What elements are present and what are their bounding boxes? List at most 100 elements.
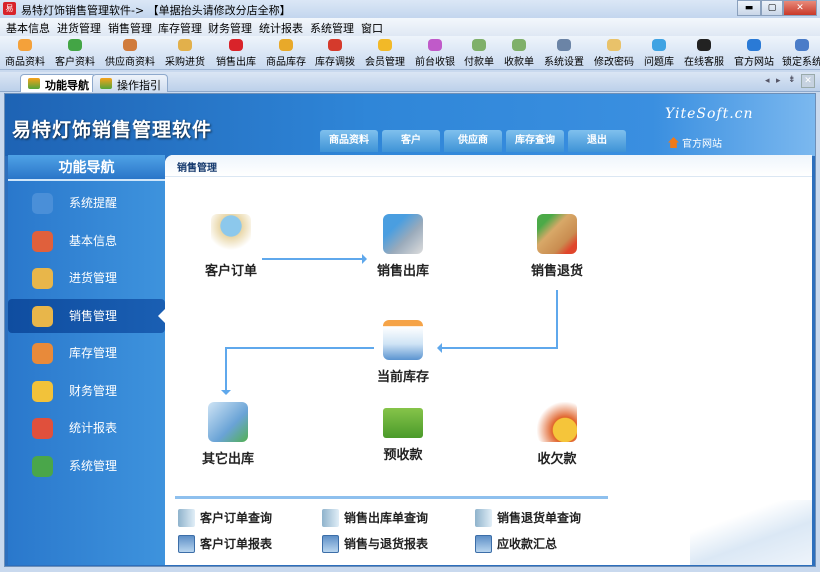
toolbar-button-15[interactable]: 官方网站: [734, 37, 774, 68]
app-title: 易特灯饰销售管理软件: [12, 119, 213, 141]
link-sales-return-report[interactable]: 销售与退货报表: [322, 535, 428, 553]
close-button[interactable]: ✕: [783, 0, 817, 16]
sidebar-item-1[interactable]: 基本信息: [8, 224, 165, 258]
banner-tab-customers[interactable]: 客户: [382, 130, 440, 152]
toolbar-label: 在线客服: [684, 57, 724, 68]
menu-purchase[interactable]: 进货管理: [57, 22, 101, 35]
menu-window[interactable]: 窗口: [361, 22, 383, 35]
toolbar-icon: [279, 39, 293, 51]
toolbar: 商品资料客户资料供应商资料采购进货销售出库商品库存库存调拨会员管理前台收银付款单…: [0, 36, 820, 70]
banner-tab-stock-query[interactable]: 库存查询: [506, 130, 564, 152]
tab-operation-guide[interactable]: 操作指引: [92, 74, 168, 92]
tab-close-icon[interactable]: ✕: [801, 74, 815, 88]
sidebar-item-4[interactable]: 库存管理: [8, 336, 165, 370]
toolbar-label: 商品资料: [5, 57, 45, 68]
menu-basic-info[interactable]: 基本信息: [6, 22, 50, 35]
toolbar-button-5[interactable]: 商品库存: [266, 37, 306, 68]
toolbar-icon: [229, 39, 243, 51]
toolbar-button-1[interactable]: 客户资料: [55, 37, 95, 68]
tab-prev-icon[interactable]: ◂: [765, 76, 770, 86]
node-customer-order[interactable]: 客户订单: [186, 214, 276, 279]
decorative-wave: [690, 500, 812, 565]
node-label: 销售退货: [530, 264, 583, 279]
node-sales-return[interactable]: 销售退货: [512, 214, 602, 279]
toolbar-button-9[interactable]: 付款单: [464, 37, 494, 68]
toolbar-icon: [795, 39, 809, 51]
toolbar-button-10[interactable]: 收款单: [504, 37, 534, 68]
flow-line-return-down: [556, 290, 558, 348]
toolbar-button-0[interactable]: 商品资料: [5, 37, 45, 68]
toolbar-icon: [123, 39, 137, 51]
toolbar-label: 库存调拨: [315, 57, 355, 68]
node-sales-out[interactable]: 销售出库: [358, 214, 448, 279]
tab-label: 功能导航: [45, 79, 89, 92]
toolbar-button-14[interactable]: 在线客服: [684, 37, 724, 68]
sidebar-item-7[interactable]: 系统管理: [8, 449, 165, 483]
link-sales-return-query[interactable]: 销售退货单查询: [475, 509, 581, 527]
node-current-stock[interactable]: 当前库存: [358, 320, 448, 385]
link-label: 销售退货单查询: [497, 511, 582, 525]
node-collect-debt[interactable]: 收欠款: [512, 402, 602, 467]
flow-line-stock-left: [226, 347, 374, 349]
menu-finance[interactable]: 财务管理: [208, 22, 252, 35]
link-receivables-summary[interactable]: 应收款汇总: [475, 535, 557, 553]
tab-list-icon[interactable]: ⇟: [788, 75, 796, 85]
sidebar-item-icon: [32, 455, 53, 477]
arrowhead: [432, 343, 442, 353]
sidebar-item-2[interactable]: 进货管理: [8, 261, 165, 295]
maximize-button[interactable]: ▢: [761, 0, 783, 16]
toolbar-button-8[interactable]: 前台收银: [415, 37, 455, 68]
banner-tab-products[interactable]: 商品资料: [320, 130, 378, 152]
node-other-out[interactable]: 其它出库: [183, 402, 273, 467]
menu-reports[interactable]: 统计报表: [259, 22, 303, 35]
toolbar-button-2[interactable]: 供应商资料: [105, 37, 155, 68]
minimize-button[interactable]: ▬: [737, 0, 761, 16]
toolbar-label: 供应商资料: [105, 57, 155, 68]
toolbar-button-7[interactable]: 会员管理: [365, 37, 405, 68]
menu-bar: 基本信息 进货管理 销售管理 库存管理 财务管理 统计报表 系统管理 窗口: [0, 18, 820, 36]
banner-tab-suppliers[interactable]: 供应商: [444, 130, 502, 152]
link-customer-order-query[interactable]: 客户订单查询: [178, 509, 272, 527]
arrowhead: [221, 390, 231, 400]
link-sales-out-query[interactable]: 销售出库单查询: [322, 509, 428, 527]
toolbar-button-12[interactable]: 修改密码: [594, 37, 634, 68]
flow-arrow-order-to-out: [262, 258, 366, 260]
node-prepayment[interactable]: 预收款: [358, 408, 448, 463]
sidebar-item-6[interactable]: 统计报表: [8, 411, 165, 445]
toolbar-icon: [68, 39, 82, 51]
toolbar-label: 销售出库: [216, 57, 256, 68]
sidebar-item-0[interactable]: 系统提醒: [8, 186, 165, 220]
toolbar-icon: [512, 39, 526, 51]
title-bar: 易 易特灯饰销售管理软件-> 【单据抬头请修改分店全称】: [0, 0, 820, 18]
menu-inventory[interactable]: 库存管理: [158, 22, 202, 35]
tab-icon: [28, 78, 40, 89]
banner-tab-exit[interactable]: 退出: [568, 130, 626, 152]
menu-sales[interactable]: 销售管理: [108, 22, 152, 35]
tab-next-icon[interactable]: ▸: [776, 76, 781, 86]
toolbar-button-13[interactable]: 问题库: [644, 37, 674, 68]
binder-icon: [178, 509, 195, 527]
menu-system[interactable]: 系统管理: [310, 22, 354, 35]
toolbar-button-3[interactable]: 采购进货: [165, 37, 205, 68]
sidebar-item-icon: [32, 418, 53, 439]
toolbar-button-4[interactable]: 销售出库: [216, 37, 256, 68]
sidebar-item-3[interactable]: 销售管理: [8, 298, 166, 333]
toolbar-icon: [652, 39, 666, 51]
divider: [175, 496, 608, 499]
tab-function-nav[interactable]: 功能导航: [20, 74, 96, 92]
sidebar-item-icon: [32, 230, 53, 252]
node-label: 其它出库: [201, 452, 254, 467]
toolbar-button-6[interactable]: 库存调拨: [315, 37, 355, 68]
link-customer-order-report[interactable]: 客户订单报表: [178, 535, 272, 553]
toolbar-button-16[interactable]: 锁定系统: [782, 37, 820, 68]
toolbar-label: 采购进货: [165, 57, 205, 68]
sidebar-item-5[interactable]: 财务管理: [8, 374, 165, 408]
toolbar-button-11[interactable]: 系统设置: [544, 37, 584, 68]
sidebar-item-label: 系统管理: [69, 458, 118, 473]
toolbar-icon: [607, 39, 621, 51]
brand-text: YiteSoft.cn: [665, 106, 754, 122]
node-label: 预收款: [383, 448, 423, 463]
report-search-icon: [322, 535, 339, 553]
official-site-link[interactable]: 官方网站: [668, 135, 722, 150]
node-label: 收欠款: [537, 452, 577, 467]
